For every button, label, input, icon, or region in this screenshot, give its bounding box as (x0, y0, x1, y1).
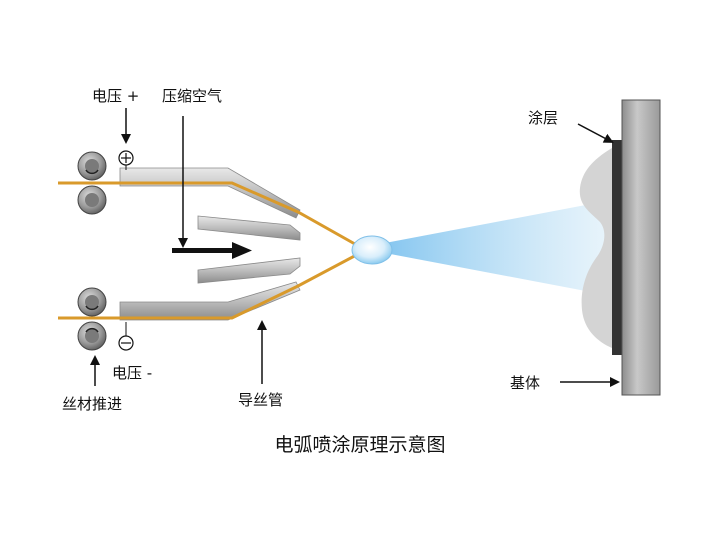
upper-guide-plate (119, 167, 301, 219)
lower-rollers (77, 287, 107, 351)
label-compressed-air: 压缩空气 (162, 87, 222, 105)
substrate-block (621, 99, 661, 396)
label-voltage-plus: 电压 + (92, 87, 139, 105)
spray-cone (385, 200, 612, 296)
arc-droplet (351, 235, 393, 265)
lower-inner-plate (197, 257, 301, 284)
label-wire-guide: 导丝管 (238, 391, 283, 409)
upper-inner-plate (197, 215, 301, 241)
coating-edge (612, 140, 622, 355)
minus-terminal-icon (118, 322, 134, 351)
lower-wire (58, 250, 363, 320)
upper-rollers (77, 151, 107, 215)
diagram-caption: 电弧喷涂原理示意图 (274, 434, 445, 456)
upper-wire (58, 181, 363, 250)
label-coating: 涂层 (528, 109, 558, 127)
air-flow-arrow-icon (172, 242, 252, 259)
coating-layer (579, 148, 612, 348)
lower-guide-plate (119, 281, 301, 321)
coating-arrow (577, 123, 614, 143)
label-voltage-minus: 电压 - (112, 364, 152, 382)
label-substrate: 基体 (510, 374, 540, 392)
plus-terminal-icon (118, 150, 134, 170)
label-wire-feed: 丝材推进 (62, 395, 122, 413)
